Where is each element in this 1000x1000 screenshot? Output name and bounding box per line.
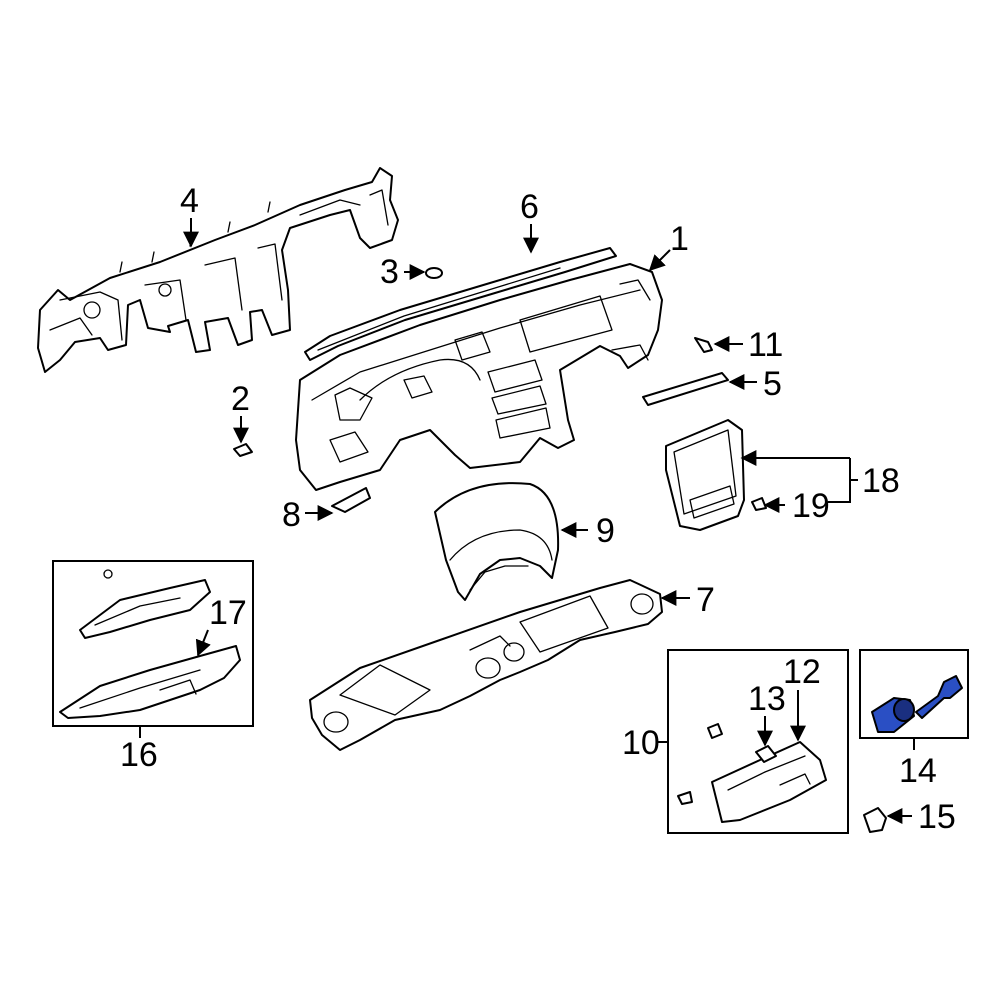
part-3-clip[interactable]	[425, 267, 443, 279]
part-9-cluster-hood[interactable]	[434, 482, 560, 601]
callout-10: 10	[622, 724, 660, 762]
callout-2: 2	[231, 380, 250, 418]
callout-5: 5	[763, 365, 782, 403]
callout-6: 6	[520, 188, 539, 226]
part-13-latch[interactable]	[755, 745, 777, 763]
callout-9: 9	[596, 512, 615, 550]
callout-19: 19	[792, 487, 830, 525]
callout-12: 12	[783, 653, 821, 691]
part-17-bolster-reinforcement[interactable]	[59, 645, 241, 719]
callout-13: 13	[748, 680, 786, 718]
part-10-hinge-clips[interactable]	[677, 723, 723, 805]
part-5-trim-strip[interactable]	[642, 372, 729, 406]
part-18-center-bezel[interactable]	[665, 419, 745, 531]
part-8-bracket[interactable]	[331, 487, 371, 513]
part-14-lock-cylinder[interactable]	[871, 697, 915, 733]
callout-1: 1	[670, 220, 689, 258]
part-1-instrument-panel[interactable]	[295, 263, 663, 491]
callout-3: 3	[380, 253, 399, 291]
callout-14: 14	[899, 752, 937, 790]
callout-15: 15	[918, 798, 956, 836]
part-2-clip[interactable]	[233, 443, 253, 457]
callout-4: 4	[180, 182, 199, 220]
part-19-clip[interactable]	[751, 497, 767, 511]
part-16-group-box	[52, 560, 254, 727]
part-16-knee-bolster[interactable]	[79, 569, 211, 639]
callout-7: 7	[696, 581, 715, 619]
part-7-panel-pad[interactable]	[309, 579, 663, 751]
callout-18: 18	[862, 462, 900, 500]
callout-17: 17	[209, 594, 247, 632]
leader-lines	[139, 218, 915, 824]
part-15-retainer[interactable]	[863, 807, 887, 833]
part-6-defroster-trim[interactable]	[304, 247, 617, 361]
callout-8: 8	[282, 496, 301, 534]
callout-labels: 1 2 3 4 5 6 7 8 9 10 11 12 13 14 15 16 1…	[120, 182, 956, 836]
part-14-key[interactable]	[915, 675, 963, 719]
part-11-screw[interactable]	[694, 337, 713, 353]
callout-16: 16	[120, 736, 158, 774]
callout-11: 11	[748, 326, 783, 364]
